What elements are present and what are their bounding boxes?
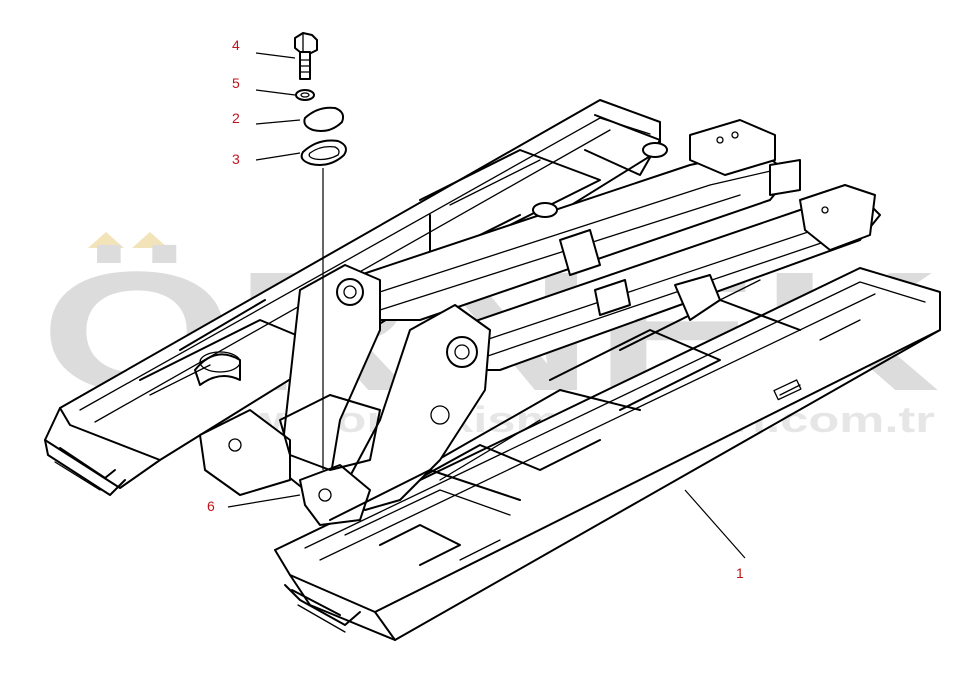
callout-2: 2 [232, 110, 240, 126]
leader-lines [227, 52, 746, 559]
callout-1: 1 [736, 565, 744, 581]
cover-plate-part-2 [303, 106, 345, 132]
watermark-accent-left [88, 232, 124, 248]
left-pivot-plate [279, 264, 381, 491]
callout-4: 4 [232, 37, 240, 53]
callout-6: 6 [207, 498, 215, 514]
exploded-parts [294, 32, 347, 470]
bolt-part-4 [294, 32, 318, 80]
watermark-accent-right [132, 232, 168, 248]
callout-labels: 4 5 2 3 6 1 [207, 37, 744, 581]
frame-assembly [44, 99, 941, 641]
callout-3: 3 [232, 151, 240, 167]
washer-part-5 [295, 89, 315, 101]
right-pivot-plate [339, 304, 491, 511]
callout-5: 5 [232, 75, 240, 91]
